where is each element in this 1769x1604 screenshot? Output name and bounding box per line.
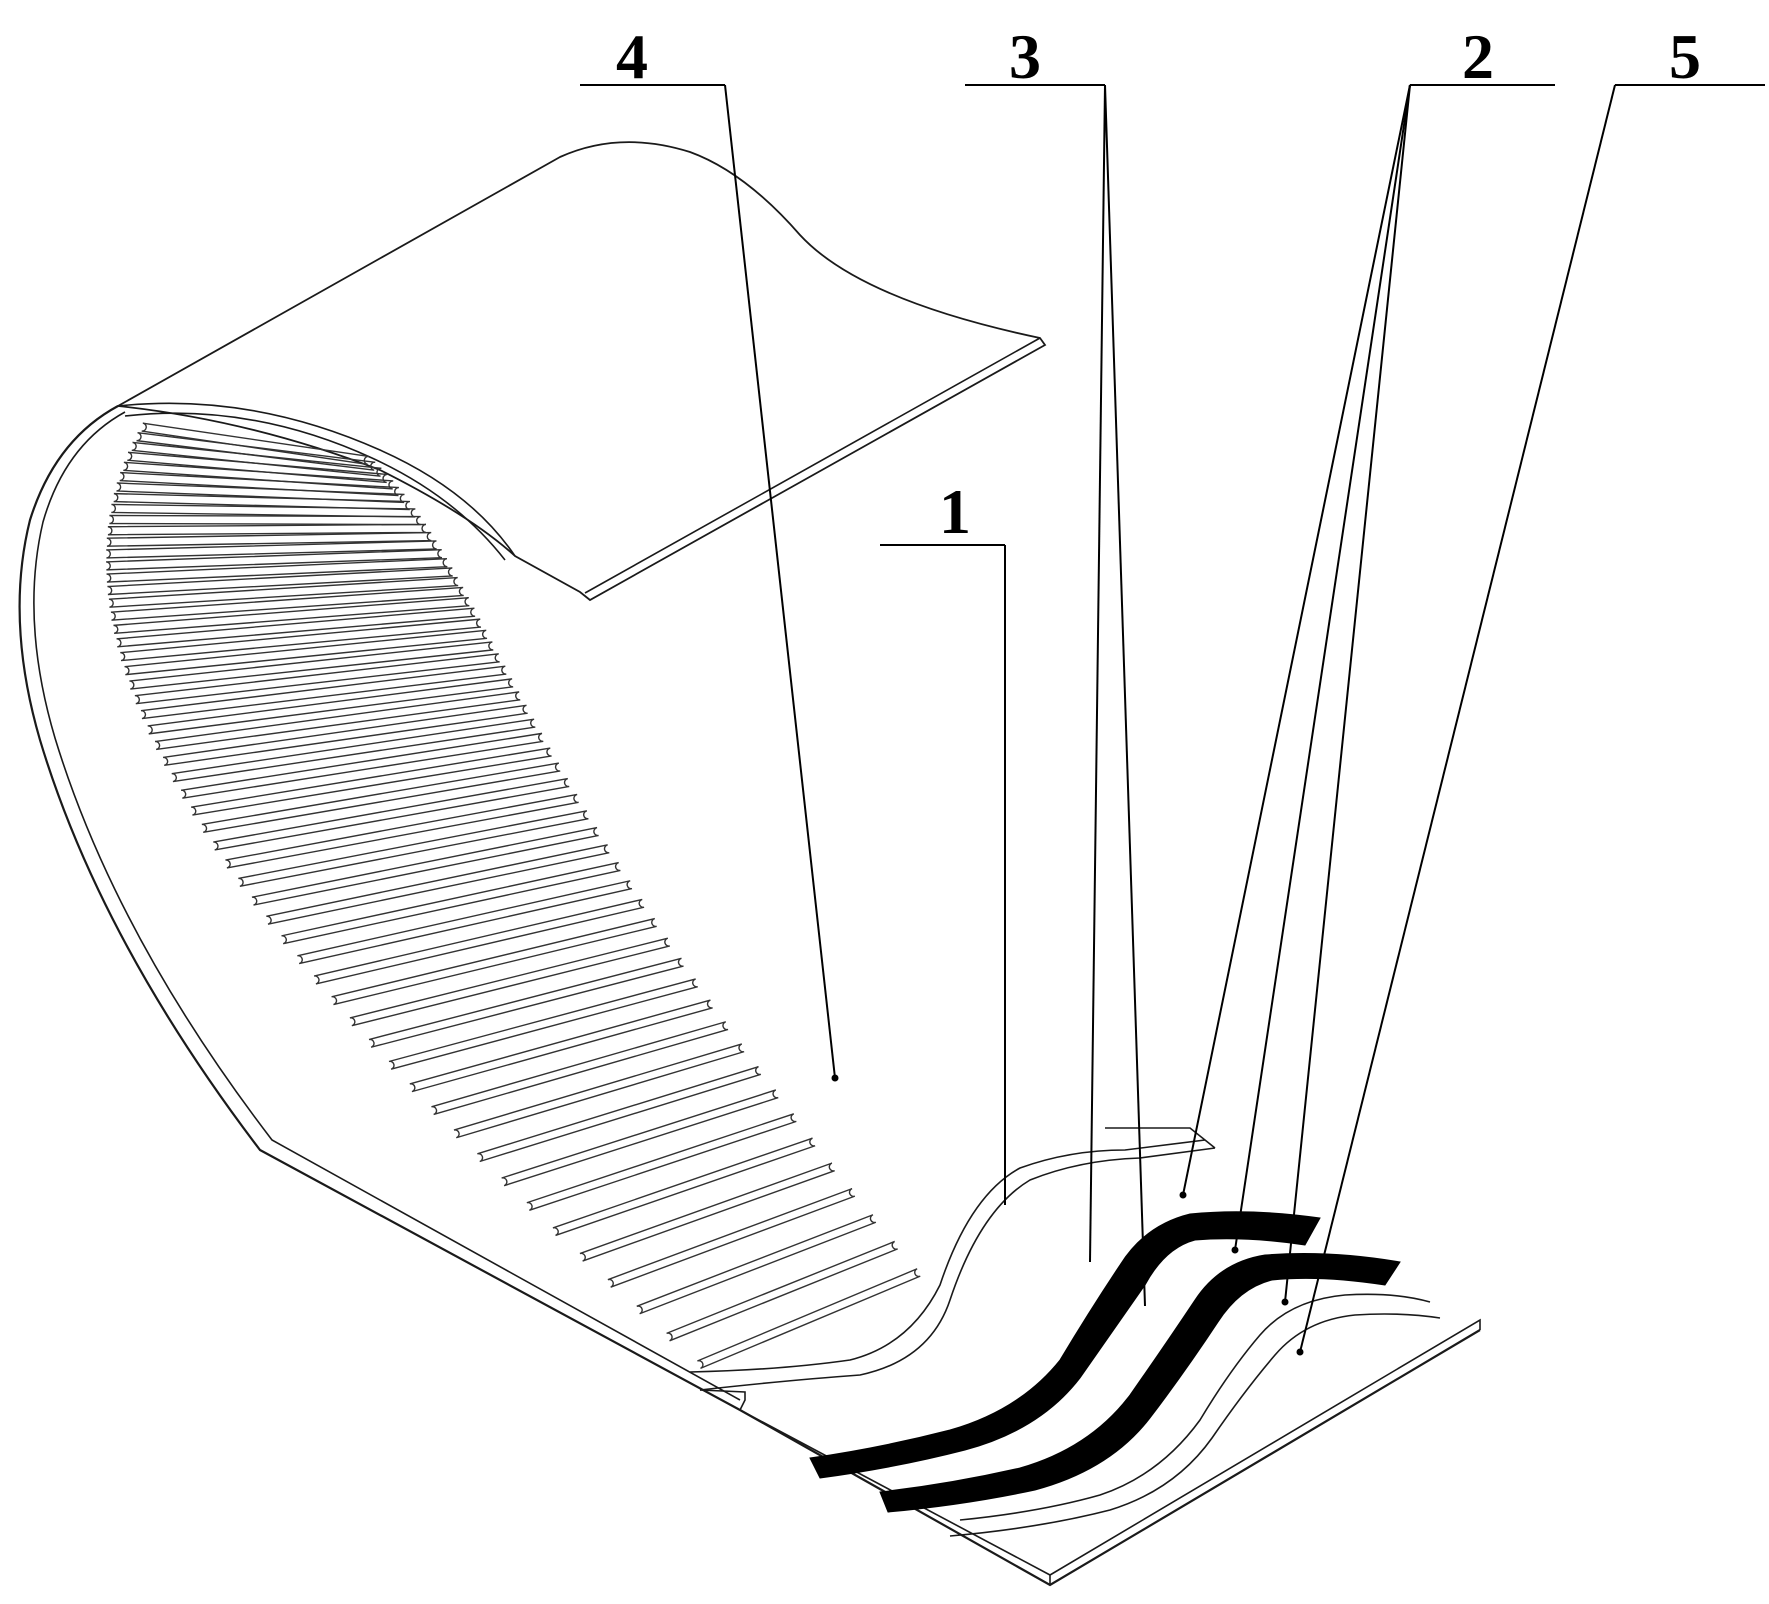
slot	[120, 618, 482, 662]
black-bands	[809, 1211, 1401, 1513]
curved-base-sheet	[18, 402, 1481, 1587]
slot	[666, 1240, 898, 1342]
inner-wave-lines	[949, 1293, 1441, 1537]
slot	[201, 762, 561, 834]
label-1: 1	[939, 476, 971, 547]
leader-lines	[580, 84, 1765, 1353]
slot	[124, 629, 488, 676]
slot	[116, 607, 476, 648]
slot	[552, 1137, 816, 1237]
slot	[281, 861, 621, 945]
slot	[106, 557, 448, 583]
slot	[313, 898, 645, 985]
slot	[579, 1162, 835, 1262]
slot	[171, 718, 536, 783]
slotted-region	[106, 422, 921, 1370]
label-5: 5	[1669, 21, 1701, 92]
slot	[154, 691, 521, 751]
reference-numerals: 4 3 2 5 1	[616, 21, 1701, 547]
slot	[134, 653, 500, 705]
wavy-layer-1	[689, 1127, 1216, 1411]
label-2: 2	[1462, 21, 1494, 92]
slot	[106, 531, 432, 547]
slot	[697, 1268, 921, 1370]
slot	[349, 937, 671, 1027]
slot	[141, 422, 369, 466]
slot	[501, 1089, 779, 1187]
slot	[106, 548, 443, 571]
slot	[409, 999, 713, 1093]
leader-dots	[831, 1074, 1304, 1356]
slot	[113, 596, 470, 635]
label-3: 3	[1009, 21, 1041, 92]
top-cover-sheet	[115, 141, 1047, 602]
slot	[131, 441, 382, 477]
slot	[107, 567, 453, 596]
slot	[526, 1113, 797, 1212]
slot	[109, 514, 421, 526]
label-4: 4	[616, 21, 648, 92]
slot	[136, 431, 376, 471]
slot	[251, 826, 599, 906]
slot	[162, 704, 528, 767]
slot	[238, 810, 589, 888]
